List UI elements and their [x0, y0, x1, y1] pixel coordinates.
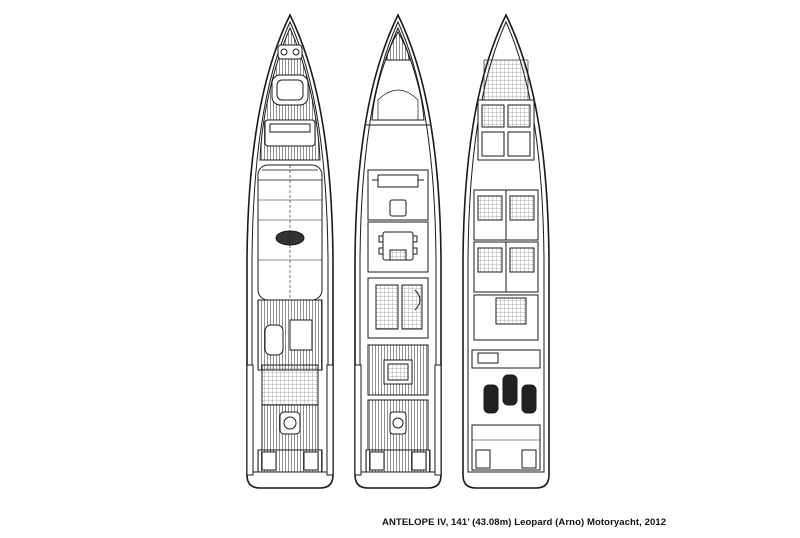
hull-outline	[354, 13, 442, 489]
drawing-caption: ANTELOPE IV, 141’ (43.08m) Leopard (Arno…	[382, 517, 667, 528]
main-deck-plan	[354, 13, 442, 489]
hull-outline	[246, 13, 334, 489]
lower-deck-plan	[462, 13, 550, 489]
sun-deck-plan	[246, 13, 334, 489]
hull-outline	[462, 13, 550, 489]
